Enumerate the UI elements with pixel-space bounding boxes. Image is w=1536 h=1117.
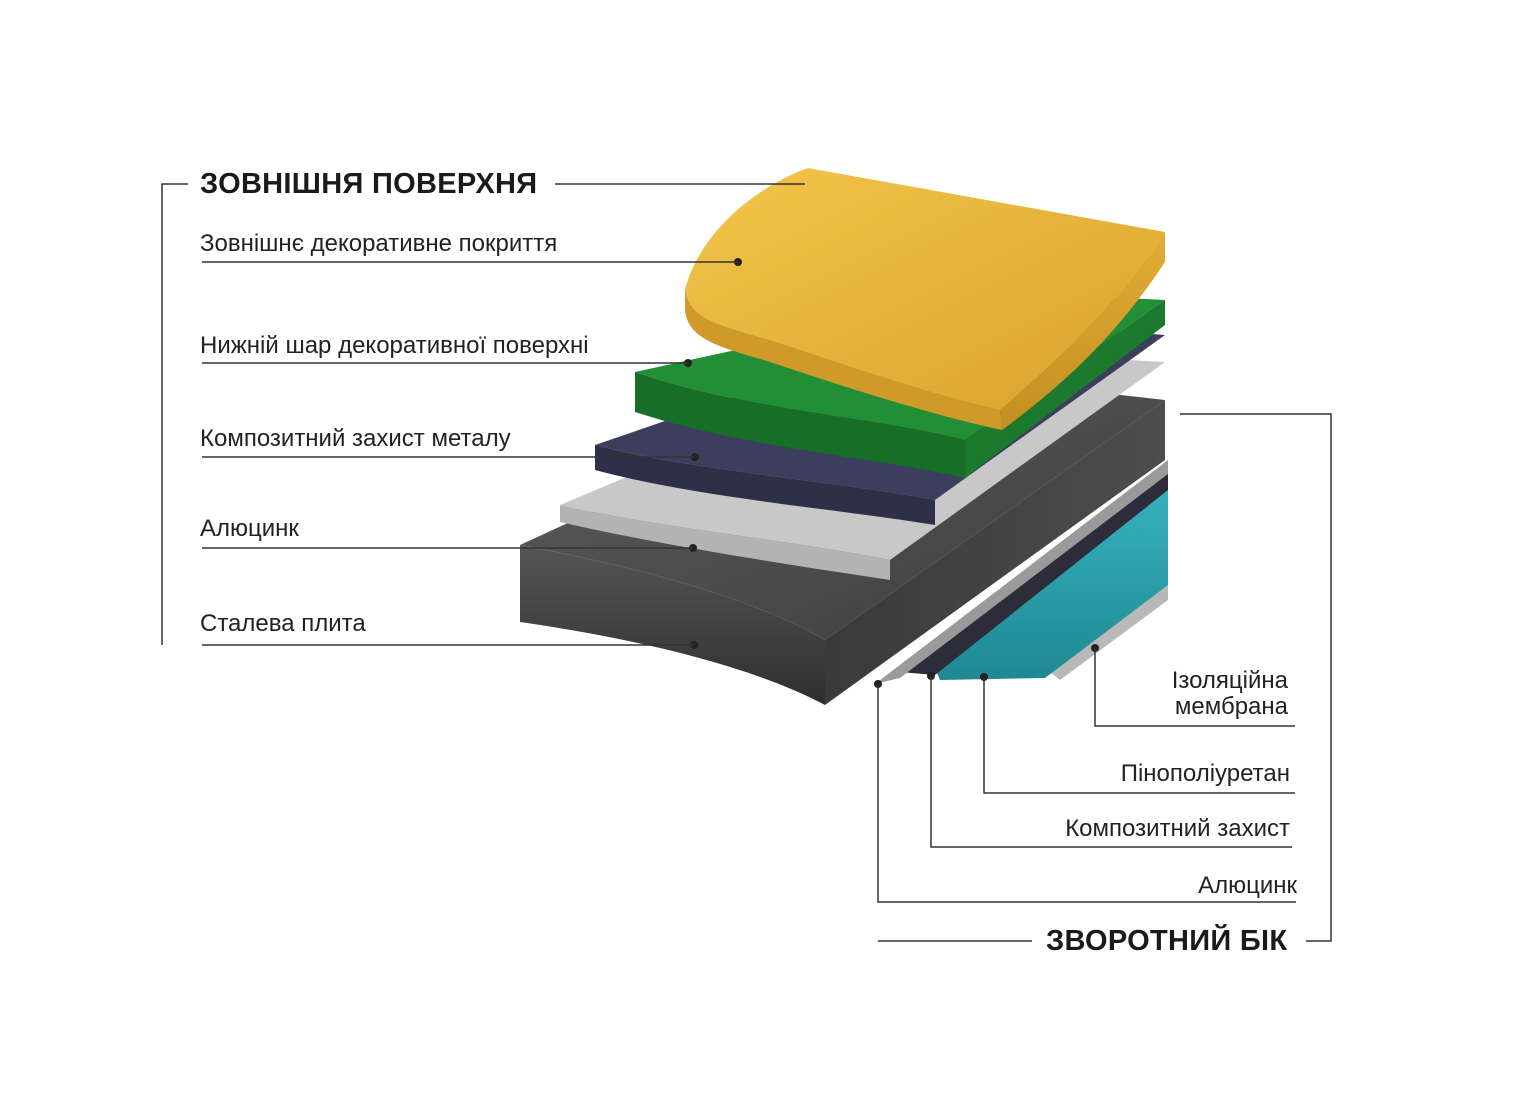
label-insulation-membrane-line1: Ізоляційна xyxy=(1171,667,1288,694)
aluzinc-edge xyxy=(560,505,890,580)
yellow-front xyxy=(685,290,1002,430)
label-back-composite: Композитний захист xyxy=(1065,815,1290,842)
label-polyurethane-foam: Пінополіуретан xyxy=(1120,760,1290,787)
label-insulation-membrane-line2: мембрана xyxy=(1174,693,1288,720)
steel-plate-front xyxy=(520,545,825,705)
yellow-top xyxy=(685,168,1165,410)
leader-lines xyxy=(161,183,1332,942)
label-steel-plate: Сталева плита xyxy=(200,610,366,637)
back-membrane-layer xyxy=(875,460,1168,684)
label-composite-metal-protection: Композитний захист металу xyxy=(200,425,511,452)
green-edge xyxy=(635,372,965,478)
label-outer-decorative-coating: Зовнішнє декоративне покриття xyxy=(200,230,558,257)
front-heading: ЗОВНІШНЯ ПОВЕРХНЯ xyxy=(200,168,538,200)
yellow-side xyxy=(1000,232,1165,430)
composite-edge xyxy=(595,445,935,525)
green-side xyxy=(965,300,1165,478)
label-lower-decorative-layer: Нижній шар декоративної поверхні xyxy=(200,332,589,359)
label-back-aluzinc: Алюцинк xyxy=(1198,872,1297,899)
label-aluzinc: Алюцинк xyxy=(200,515,299,542)
steel-plate-side xyxy=(825,400,1165,705)
back-heading: ЗВОРОТНИЙ БІК xyxy=(1046,925,1288,957)
